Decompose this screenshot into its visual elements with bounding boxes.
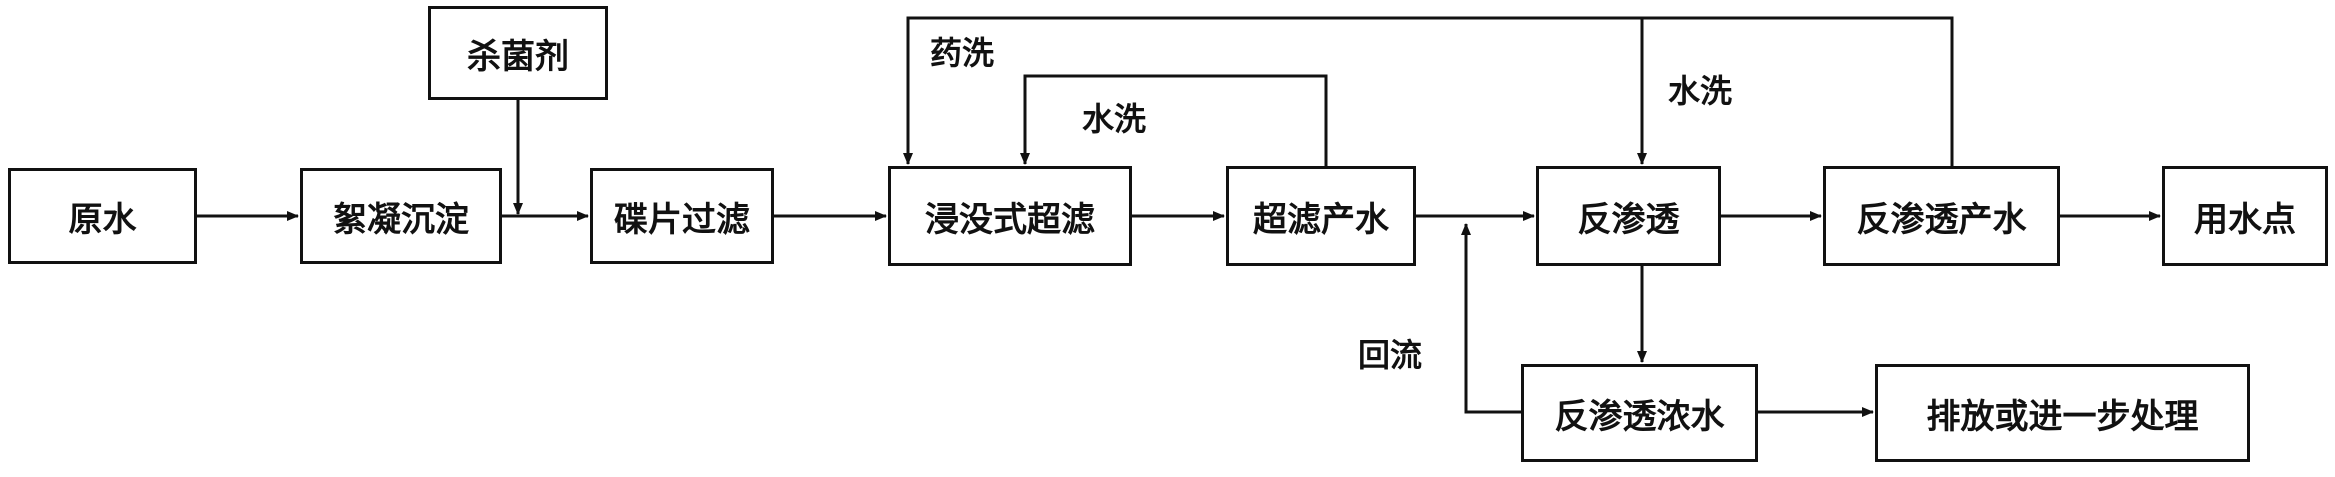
node-uf-product: 超滤产水 (1226, 166, 1416, 266)
label-reflux: 回流 (1358, 336, 1423, 374)
node-coagulation: 絮凝沉淀 (300, 168, 502, 264)
node-ro: 反渗透 (1536, 166, 1721, 266)
node-ro-product: 反渗透产水 (1823, 166, 2060, 266)
arrow-water-wash-uf (1020, 74, 1328, 166)
node-disc-filter: 碟片过滤 (590, 168, 774, 264)
label-water-wash-uf: 水洗 (1082, 100, 1147, 138)
node-submerged-uf: 浸没式超滤 (888, 166, 1132, 266)
node-use-point: 用水点 (2162, 166, 2328, 266)
node-raw-water: 原水 (8, 168, 197, 264)
arrow-reflux (1461, 223, 1521, 414)
label-water-wash-ro: 水洗 (1668, 72, 1733, 110)
label-chem-wash: 药洗 (930, 34, 995, 72)
node-discharge: 排放或进一步处理 (1875, 364, 2250, 462)
node-ro-concentrate: 反渗透浓水 (1521, 364, 1758, 462)
arrow-chem-wash (903, 16, 1954, 166)
node-bactericide: 杀菌剂 (428, 6, 608, 100)
